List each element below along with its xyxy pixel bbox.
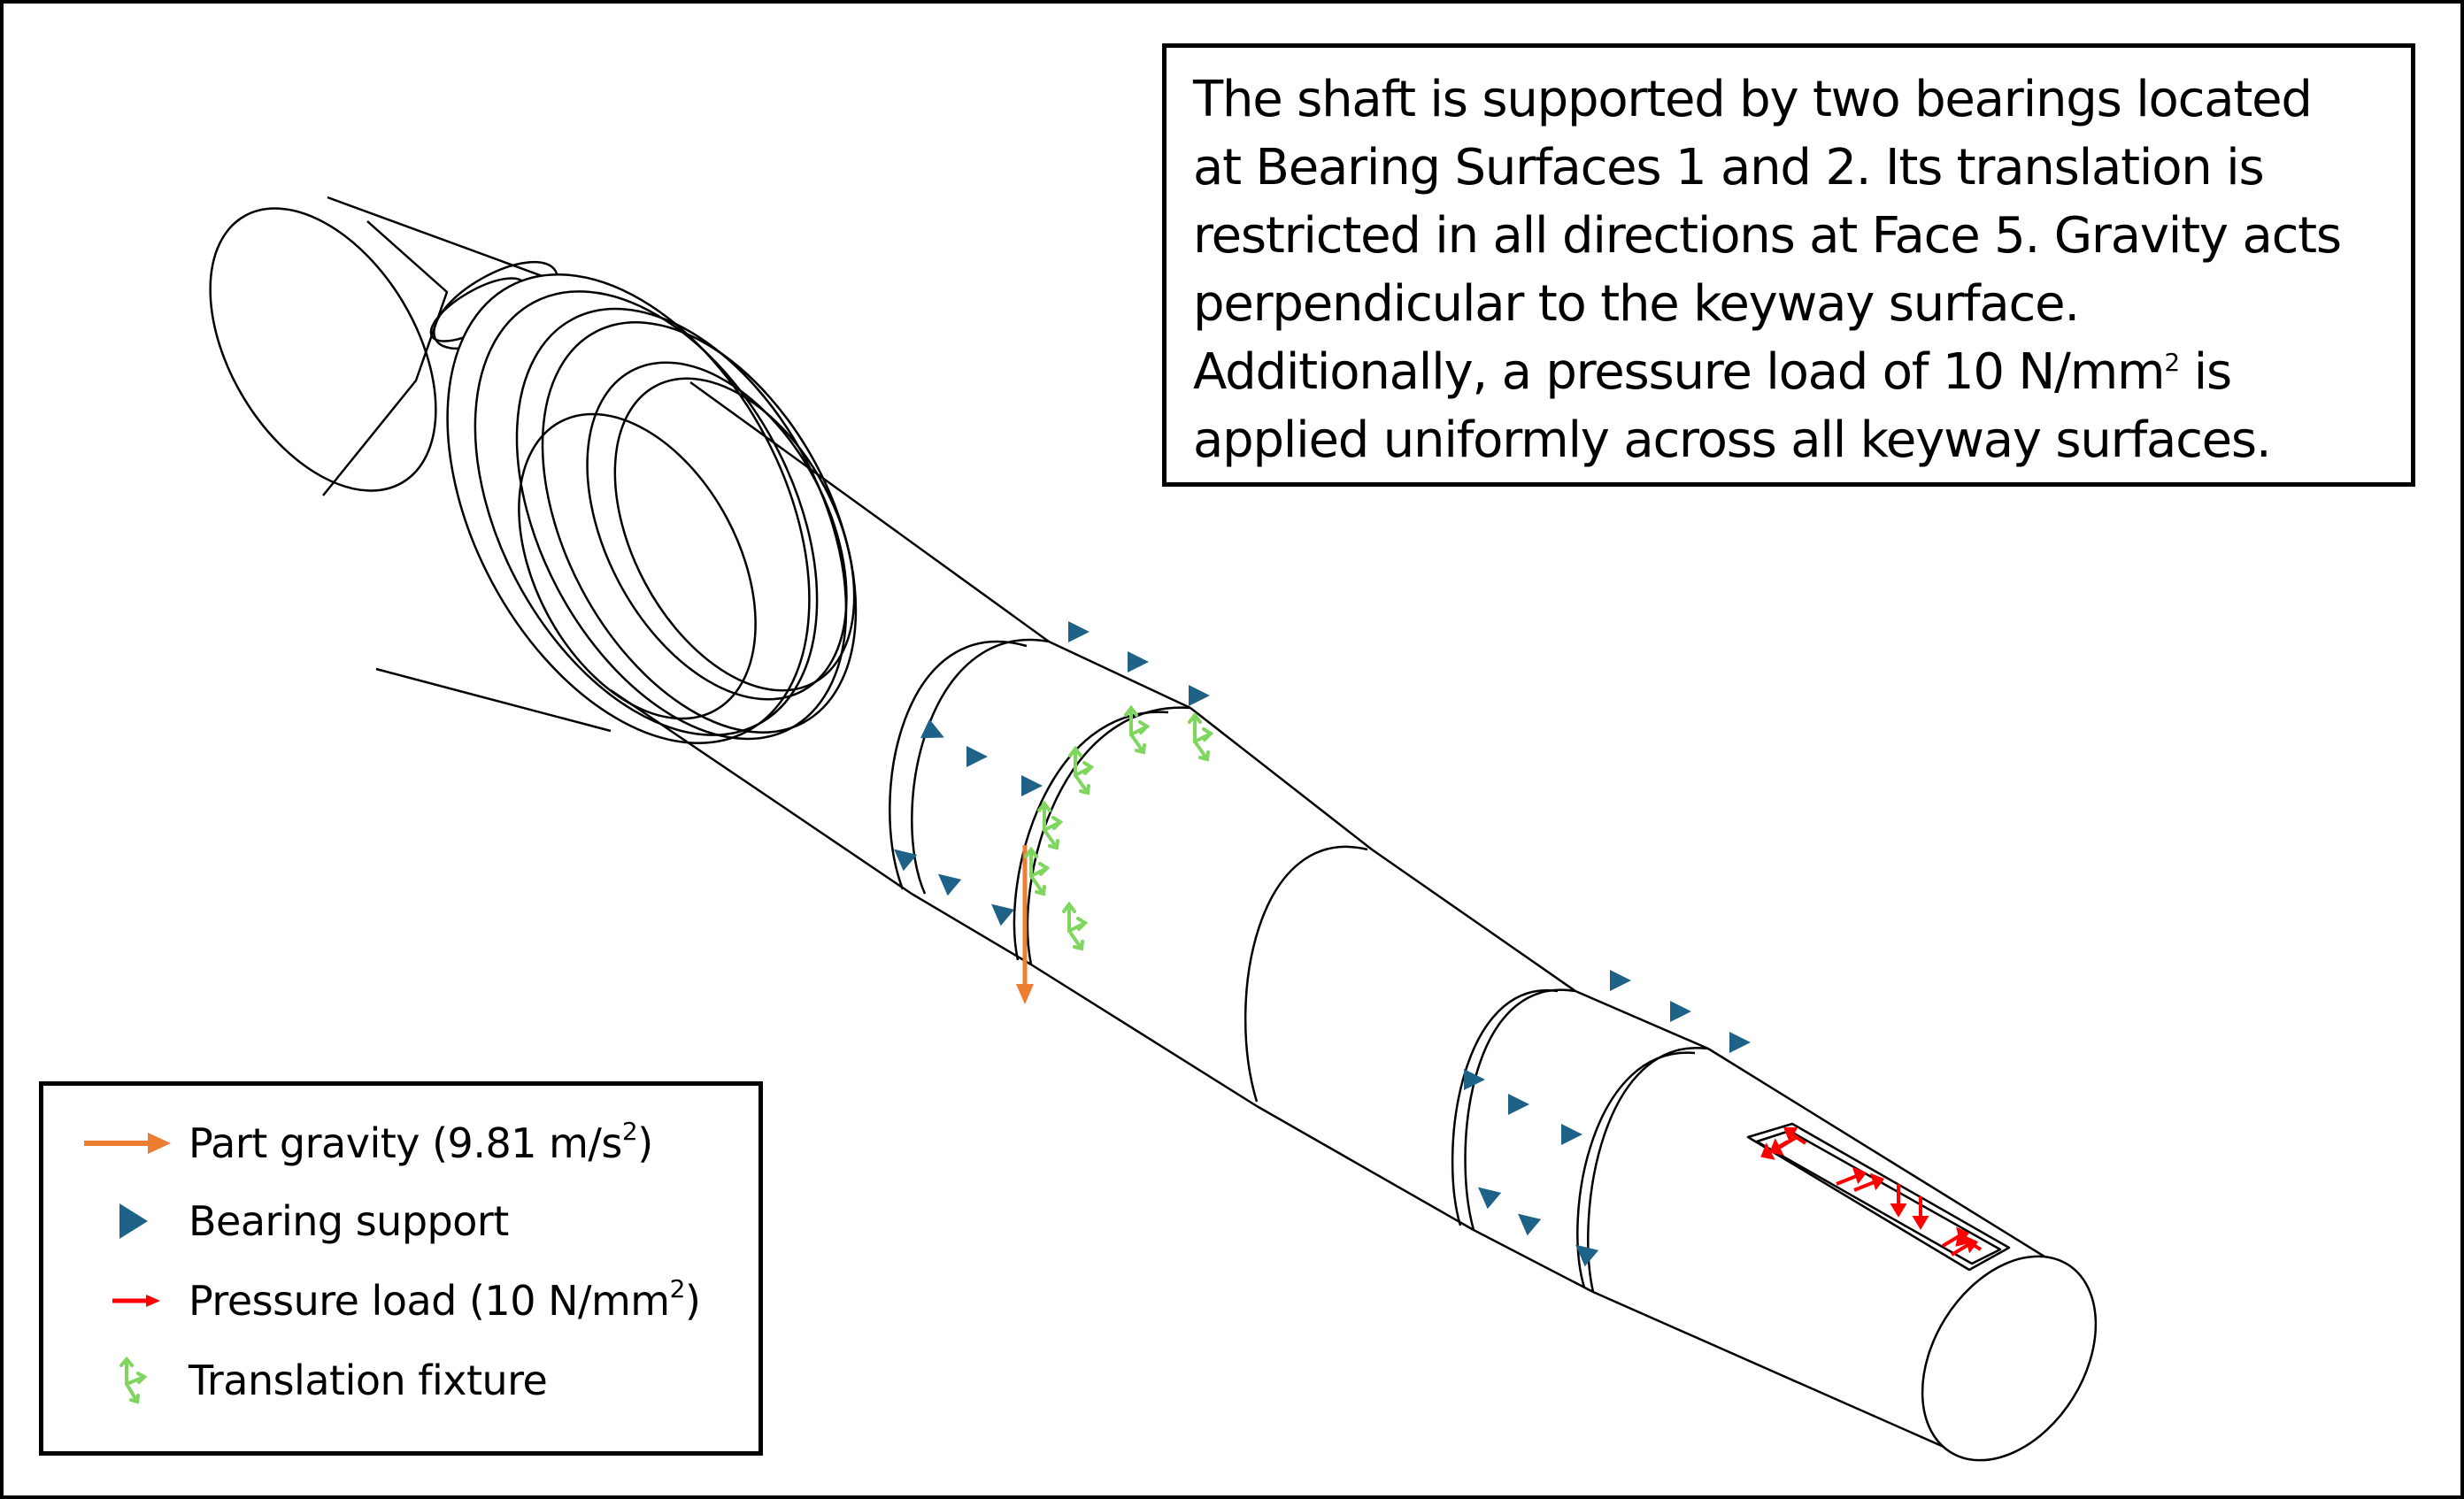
orange-arrow-icon xyxy=(84,1133,171,1154)
blue-triangle-icon xyxy=(119,1203,148,1239)
legend-label-fixture: Translation fixture xyxy=(189,1357,548,1404)
description-line-1: The shaft is supported by two bearings l… xyxy=(1193,71,2313,128)
legend: Part gravity (9.81 m/s2) Bearing support… xyxy=(39,1081,763,1456)
legend-item-bearing: Bearing support xyxy=(43,1186,751,1257)
legend-label-gravity: Part gravity (9.81 m/s2) xyxy=(189,1117,653,1167)
legend-label-pressure: Pressure load (10 N/mm2) xyxy=(189,1277,701,1325)
description-line-3: restricted in all directions at Face 5. … xyxy=(1193,207,2342,265)
description-line-4: perpendicular to the keyway surface. xyxy=(1193,275,2080,333)
description-line-2: at Bearing Surfaces 1 and 2. Its transla… xyxy=(1193,139,2265,196)
description-box: The shaft is supported by two bearings l… xyxy=(1162,43,2415,487)
translation-fixtures xyxy=(1024,706,1213,950)
superscript: 2 xyxy=(669,1274,686,1303)
description-line-5-text: Additionally, a pressure load of 10 N/mm xyxy=(1193,343,2166,401)
legend-label-gravity-tail: ) xyxy=(637,1119,653,1167)
shaft-head xyxy=(209,196,858,744)
legend-label-gravity-text: Part gravity (9.81 m/s xyxy=(189,1119,622,1167)
legend-item-pressure: Pressure load (10 N/mm2) xyxy=(43,1265,751,1336)
green-fixture-icon xyxy=(119,1356,148,1404)
superscript: 2 xyxy=(621,1117,638,1146)
legend-label-pressure-tail: ) xyxy=(684,1277,701,1325)
red-arrow-icon xyxy=(112,1295,160,1307)
description-line-5-tail: is xyxy=(2179,343,2233,401)
pressure-load-arrows xyxy=(1760,1127,1983,1257)
description-line-5: Additionally, a pressure load of 10 N/mm… xyxy=(1193,338,2384,406)
legend-label-bearing: Bearing support xyxy=(189,1197,509,1245)
description-line-6: applied uniformly across all keyway surf… xyxy=(1193,411,2272,469)
gravity-arrow xyxy=(1016,845,1034,1004)
legend-item-fixture: Translation fixture xyxy=(43,1345,751,1416)
legend-label-pressure-text: Pressure load (10 N/mm xyxy=(189,1277,670,1325)
superscript: 2 xyxy=(2164,348,2180,377)
legend-item-gravity: Part gravity (9.81 m/s2) xyxy=(43,1108,751,1179)
